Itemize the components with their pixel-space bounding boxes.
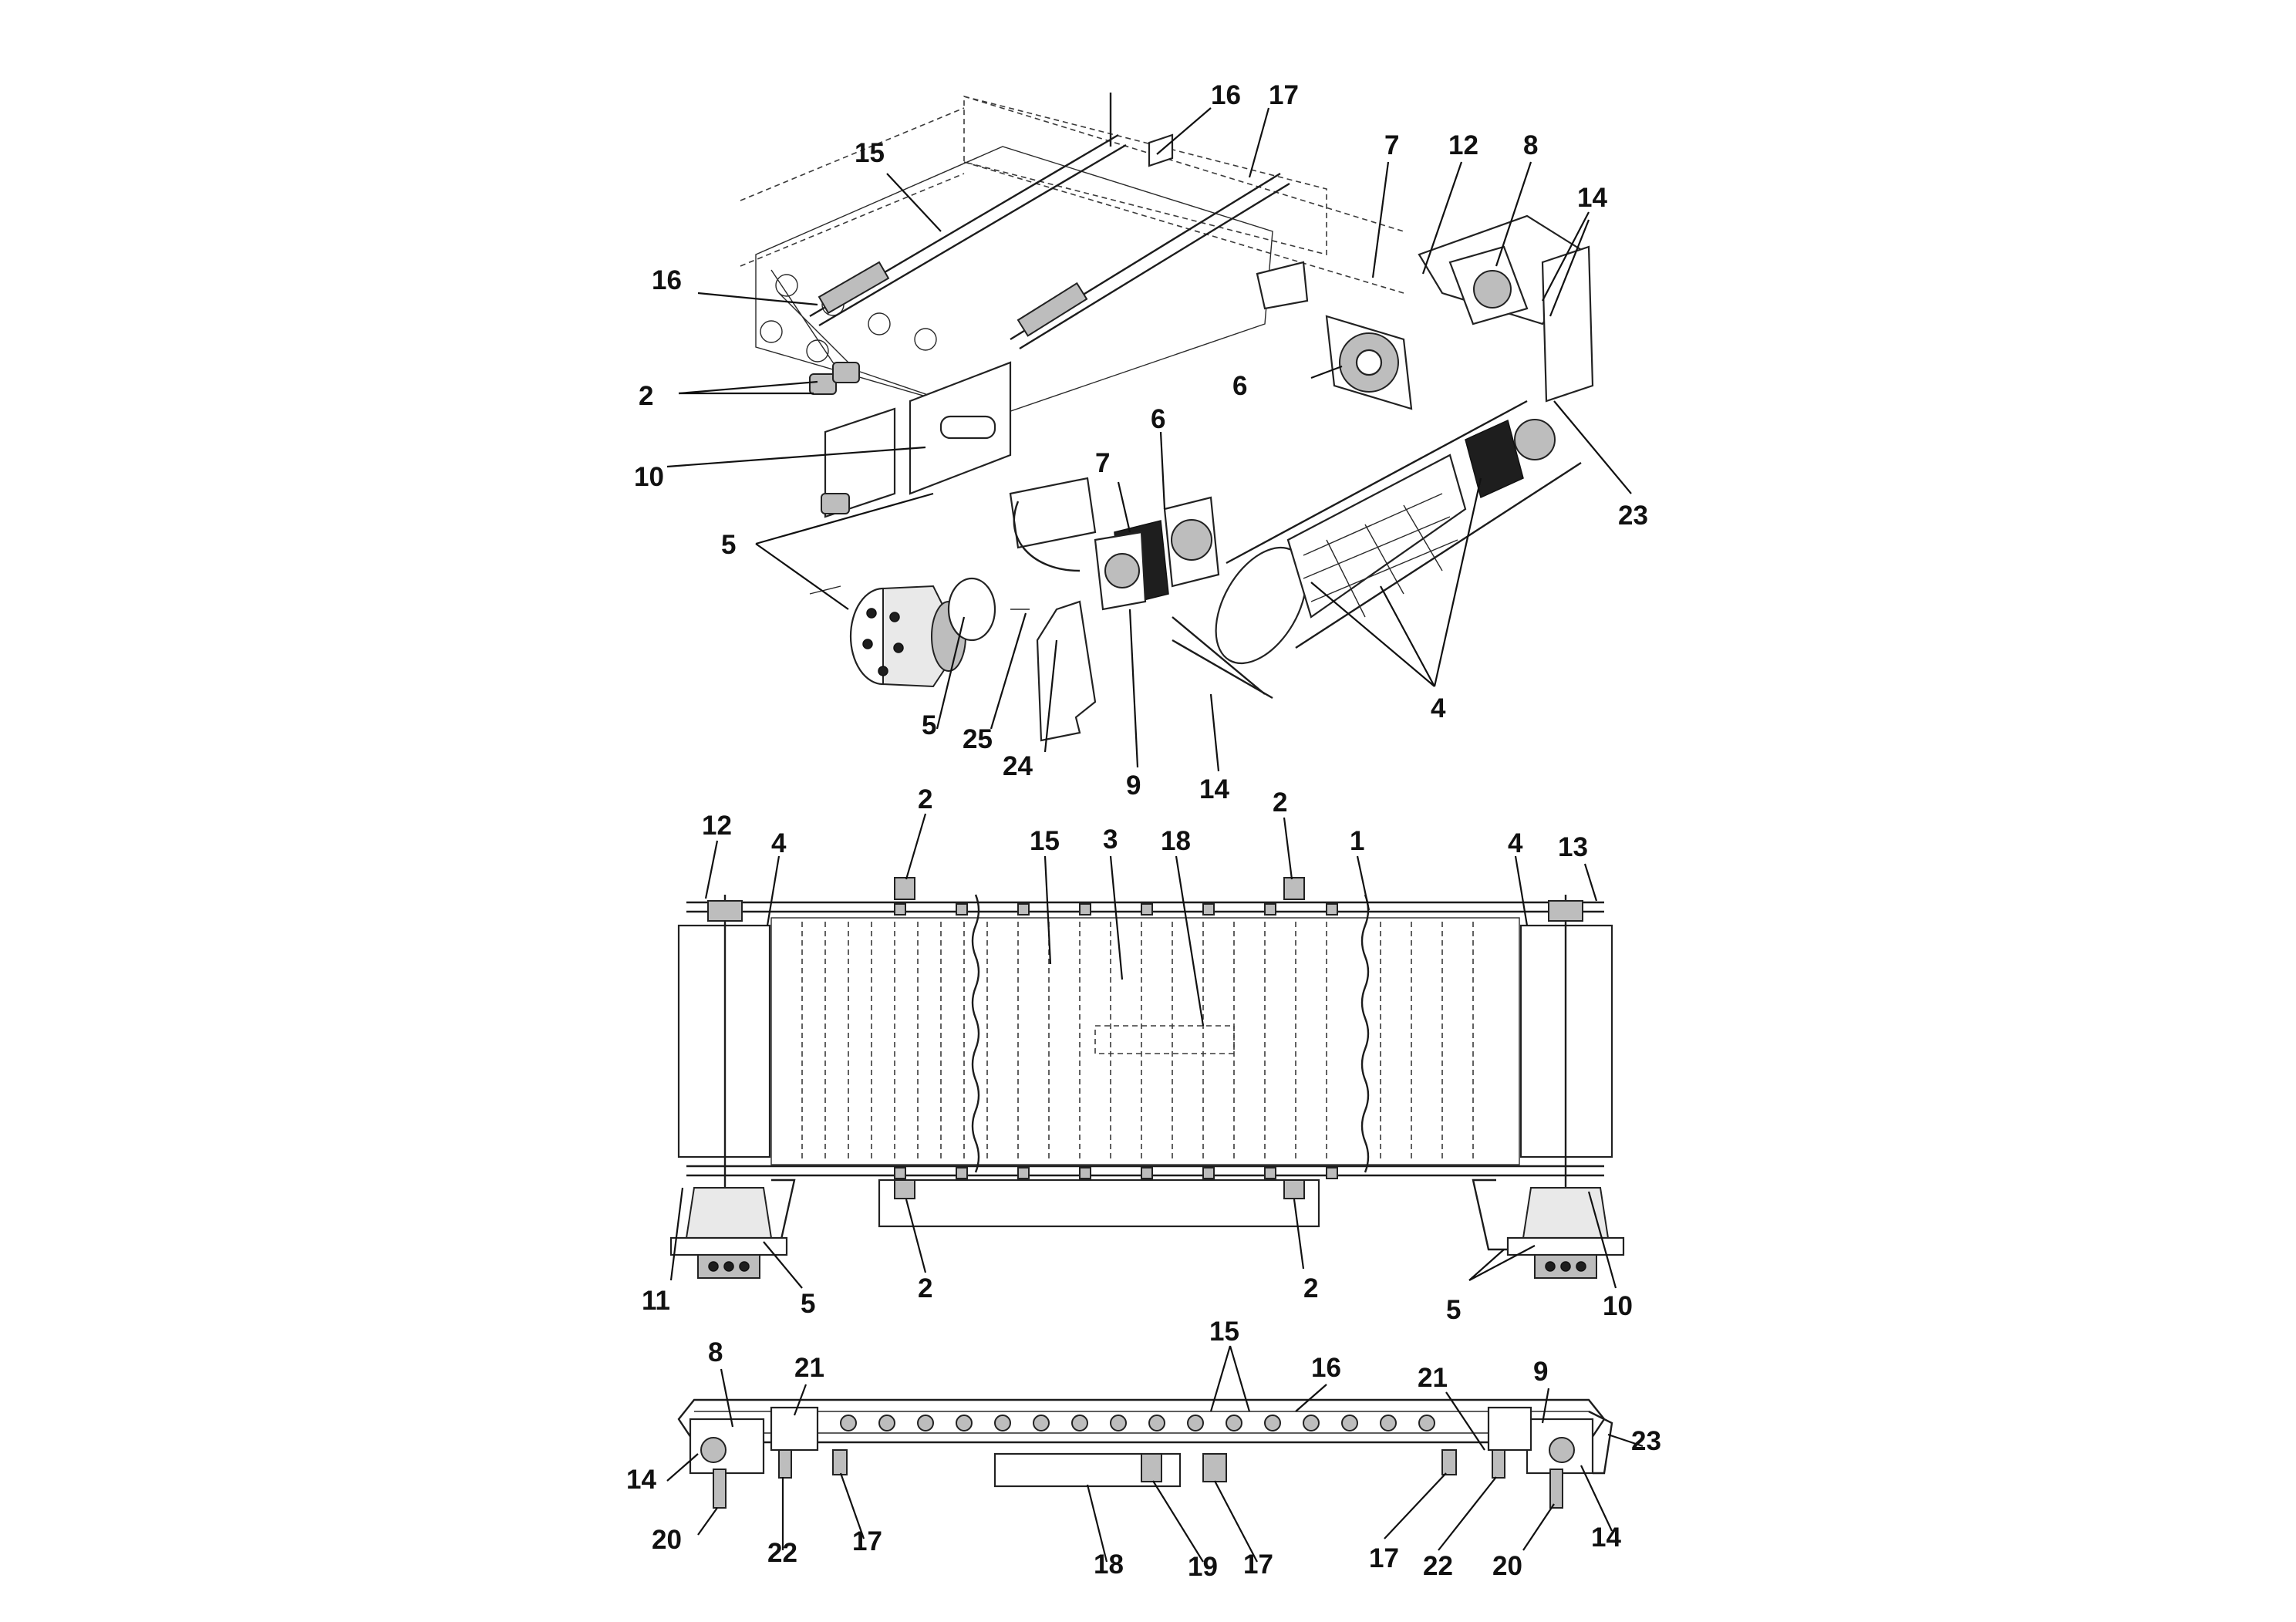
callout-4-plan-left: 4 bbox=[771, 828, 787, 858]
callout-14-lower: 14 bbox=[1199, 774, 1229, 804]
callout-12-top: 12 bbox=[1448, 130, 1478, 160]
tail-motor bbox=[669, 1187, 788, 1279]
callout-20-side-right: 20 bbox=[1492, 1551, 1522, 1581]
callout-2-left: 2 bbox=[639, 381, 653, 411]
callout-2-plan-bottom-left: 2 bbox=[918, 1273, 932, 1303]
callout-18-plan: 18 bbox=[1161, 826, 1191, 856]
callout-21-side-right: 21 bbox=[1418, 1363, 1448, 1393]
callout-24: 24 bbox=[1003, 751, 1033, 781]
callout-14-side-left: 14 bbox=[626, 1465, 656, 1495]
callout-17-side-right: 17 bbox=[1369, 1543, 1399, 1573]
side-elevation-view: 8 21 15 16 21 9 23 14 20 22 17 18 19 17 … bbox=[626, 1317, 1661, 1582]
callout-5-left: 5 bbox=[721, 530, 736, 560]
callout-15-plan: 15 bbox=[1030, 826, 1060, 856]
callout-5-plan-left: 5 bbox=[801, 1289, 815, 1319]
callout-12-plan: 12 bbox=[702, 811, 732, 841]
callout-5-lower: 5 bbox=[922, 710, 936, 740]
callout-20-side-left: 20 bbox=[652, 1525, 682, 1555]
callout-2-plan-top-right: 2 bbox=[1273, 787, 1287, 818]
callout-6-right: 6 bbox=[1232, 371, 1247, 401]
callout-16-top: 16 bbox=[1211, 80, 1241, 110]
callout-14-top: 14 bbox=[1577, 183, 1607, 213]
callout-10-left: 10 bbox=[634, 462, 664, 492]
callout-2-plan-top-left: 2 bbox=[918, 784, 932, 814]
callout-23-right: 23 bbox=[1618, 501, 1648, 531]
callout-11-plan: 11 bbox=[642, 1286, 670, 1316]
callout-18-side: 18 bbox=[1094, 1549, 1124, 1580]
exploded-isometric-view: 16 17 15 7 12 8 14 16 2 6 6 10 7 5 23 5 … bbox=[634, 80, 1648, 804]
callout-17-side-left: 17 bbox=[852, 1526, 882, 1556]
callout-5-plan-right: 5 bbox=[1446, 1295, 1461, 1325]
callout-2-plan-bottom-right: 2 bbox=[1303, 1273, 1318, 1303]
callout-17-side-mid: 17 bbox=[1243, 1549, 1273, 1580]
callout-9: 9 bbox=[1126, 771, 1141, 801]
callout-16-left: 16 bbox=[652, 265, 682, 295]
callout-9-side: 9 bbox=[1533, 1357, 1548, 1387]
head-motor bbox=[1506, 1187, 1625, 1279]
top-plan-view: 12 4 2 15 3 18 2 1 4 13 11 5 2 2 5 10 bbox=[642, 784, 1633, 1325]
callout-4-lower: 4 bbox=[1431, 693, 1446, 723]
callout-13-plan: 13 bbox=[1558, 832, 1588, 862]
callout-25: 25 bbox=[963, 724, 993, 754]
callout-16-side: 16 bbox=[1311, 1353, 1341, 1383]
callout-8-top: 8 bbox=[1523, 130, 1538, 160]
callout-10-plan: 10 bbox=[1603, 1291, 1633, 1321]
callout-23-side: 23 bbox=[1631, 1426, 1661, 1456]
callout-4-plan-right: 4 bbox=[1508, 828, 1523, 858]
callout-15-top: 15 bbox=[855, 138, 885, 168]
callout-15-side: 15 bbox=[1209, 1317, 1239, 1347]
callout-7-top: 7 bbox=[1384, 130, 1399, 160]
callout-1-plan: 1 bbox=[1350, 826, 1364, 856]
callout-22-side-left: 22 bbox=[767, 1538, 797, 1568]
callout-21-side-left: 21 bbox=[794, 1353, 824, 1383]
callout-7-mid: 7 bbox=[1095, 448, 1110, 478]
callout-22-side-right: 22 bbox=[1423, 1551, 1453, 1581]
callout-14-side-right: 14 bbox=[1591, 1523, 1621, 1553]
motor-illustration bbox=[849, 577, 996, 688]
callout-17-top: 17 bbox=[1269, 80, 1299, 110]
callout-3-plan: 3 bbox=[1103, 824, 1118, 855]
callout-6-mid: 6 bbox=[1151, 404, 1165, 434]
callout-19-side: 19 bbox=[1188, 1552, 1218, 1582]
cross-member bbox=[878, 1179, 1320, 1228]
callout-8-side: 8 bbox=[708, 1337, 723, 1367]
